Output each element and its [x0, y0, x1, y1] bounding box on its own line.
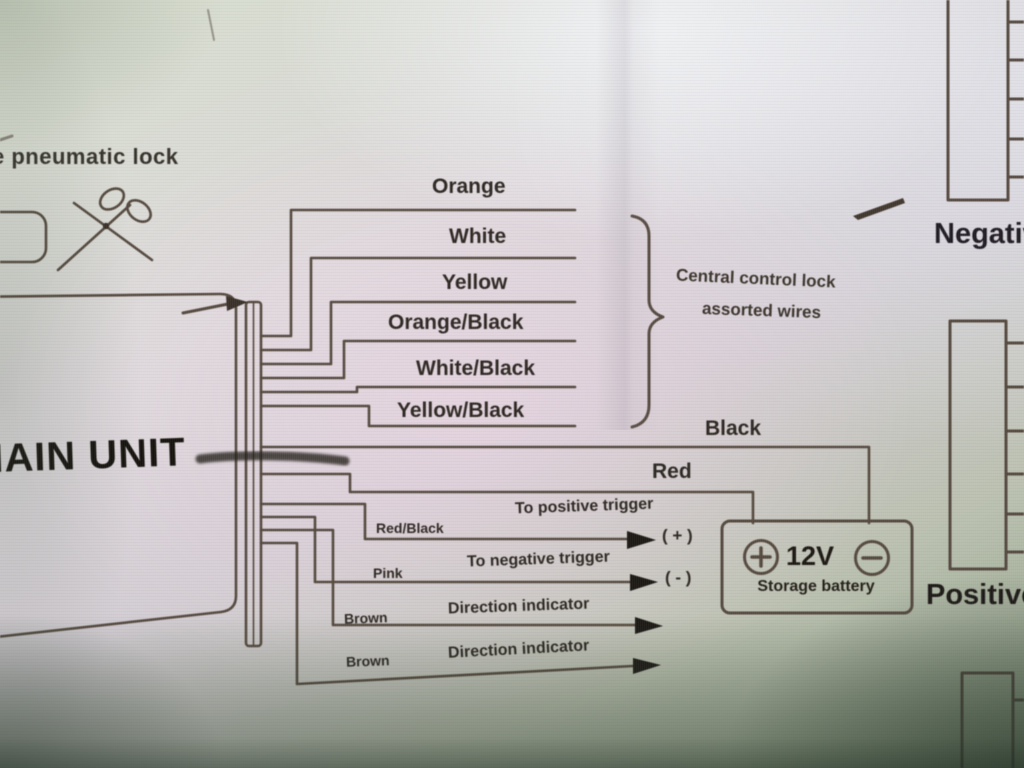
battery-voltage: 12V: [786, 541, 835, 571]
negative-side-label: Negative: [934, 218, 1024, 250]
arrowhead-positive-trigger-icon: [627, 531, 656, 549]
wire-label-pink: Pink: [373, 565, 403, 581]
wire-label-yellow: Yellow: [442, 271, 508, 294]
edge-mark: [0, 134, 14, 142]
wire-label-brown-2: Brown: [345, 652, 390, 670]
negative-terminal-text: ( - ): [665, 568, 692, 587]
pneumatic-lock-caption: e pneumatic lock: [0, 144, 179, 169]
right-connector-top: [946, 0, 1010, 202]
smudge-mark: [195, 451, 350, 466]
central-lock-caption-line2: assorted wires: [701, 298, 822, 323]
wire-group-brace: [630, 214, 665, 429]
wire-label-orange: Orange: [432, 175, 506, 198]
wire-label-black: Black: [705, 417, 762, 440]
wire-white: [259, 256, 577, 352]
positive-side-label: Positive: [926, 579, 1024, 611]
right-connector-top-pins: [1006, 20, 1024, 179]
wire-white-black: [259, 385, 577, 394]
right-connector-bottom: [960, 671, 1015, 768]
right-connector-middle: [948, 319, 1008, 571]
wire-label-orange-black: Orange/Black: [388, 311, 524, 334]
lock-actuator-shape: [0, 210, 48, 264]
wire-label-white-black: White/Black: [416, 357, 536, 380]
wire-label-red-black: Red/Black: [376, 520, 444, 536]
wire-label-brown-1: Brown: [343, 609, 388, 627]
main-unit-label: MAIN UNIT: [0, 430, 187, 482]
battery-name: Storage battery: [757, 578, 875, 595]
arrowhead-indicator-2-icon: [633, 658, 661, 674]
battery-plus-icon: [750, 546, 772, 568]
arrowhead-negative-trigger-icon: [630, 574, 658, 591]
scratch-mark: [207, 9, 215, 41]
positive-terminal-text: ( + ): [662, 526, 693, 545]
scissors-icon: [56, 187, 154, 272]
hand-arrow-top-right-icon: [853, 198, 905, 220]
wire-label-yellow-black: Yellow/Black: [397, 399, 525, 422]
hand-arrow-icon: [181, 302, 230, 315]
right-connector-middle-pins: [1004, 341, 1024, 554]
wire-label-red: Red: [652, 460, 692, 483]
arrowhead-indicator-1-icon: [635, 617, 663, 634]
wire-label-white: White: [449, 225, 507, 248]
